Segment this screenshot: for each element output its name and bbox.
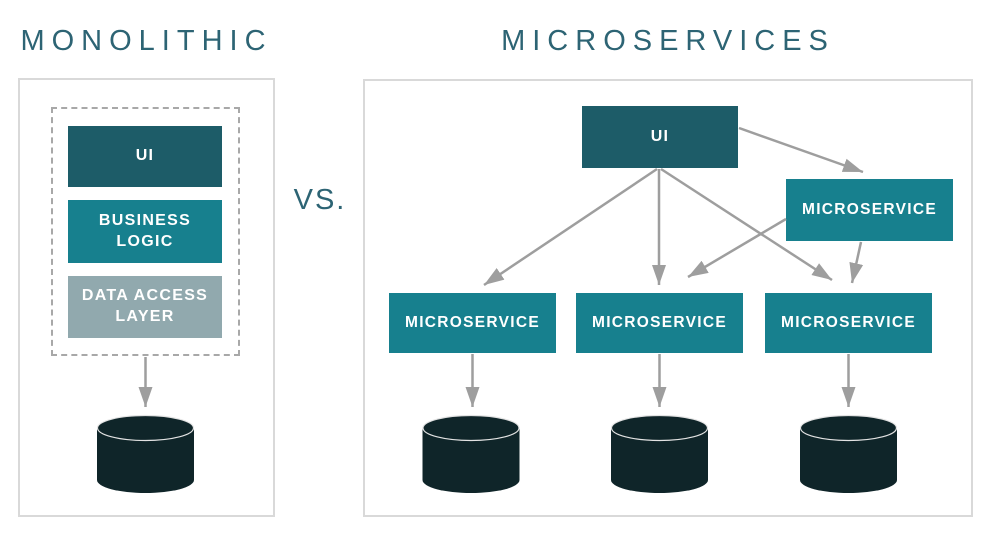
microservice-node-3: MICROSERVICE: [765, 293, 932, 353]
microservices-panel: UI MICROSERVICE MICROSERVICE MICROSERVIC…: [363, 79, 973, 517]
monolith-boundary: [51, 107, 240, 356]
microservice-node-2: MICROSERVICE: [576, 293, 743, 353]
microservices-title: MICROSERVICES: [501, 25, 835, 57]
microservices-ui-node: UI: [582, 106, 738, 168]
monolith-ui-layer: UI: [68, 126, 222, 187]
microservice-gateway-node: MICROSERVICE: [786, 179, 953, 241]
monolith-business-logic-layer: BUSINESS LOGIC: [68, 200, 222, 263]
vs-label: VS.: [293, 184, 347, 216]
monolithic-panel: UI BUSINESS LOGIC DATA ACCESS LAYER: [18, 78, 275, 517]
microservice-node-1: MICROSERVICE: [389, 293, 556, 353]
monolithic-title: MONOLITHIC: [20, 25, 273, 57]
monolith-data-access-layer: DATA ACCESS LAYER: [68, 276, 222, 338]
